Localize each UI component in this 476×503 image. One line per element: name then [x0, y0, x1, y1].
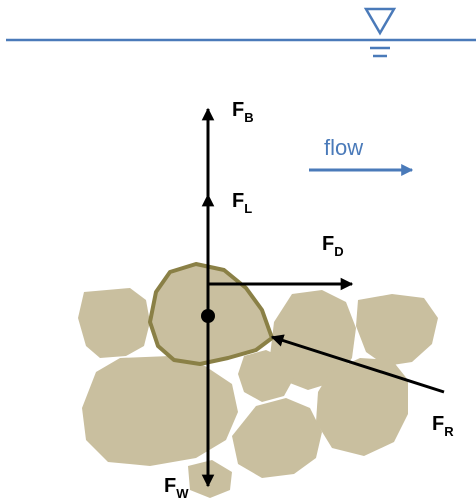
stone	[82, 356, 238, 466]
buoyancy-force-label: FB	[232, 99, 254, 125]
water-level-icon	[366, 9, 394, 56]
flow-label: flow	[324, 135, 363, 160]
stone	[356, 294, 438, 366]
stone	[188, 460, 232, 498]
stone	[316, 358, 408, 456]
center-of-mass-dot	[201, 309, 215, 323]
stone	[78, 288, 150, 358]
resistance-force-label: FR	[432, 413, 454, 439]
weight-force-label: FW	[164, 475, 189, 501]
lift-force-label: FL	[232, 190, 252, 216]
drag-force-label: FD	[322, 233, 344, 259]
stone	[232, 398, 322, 478]
